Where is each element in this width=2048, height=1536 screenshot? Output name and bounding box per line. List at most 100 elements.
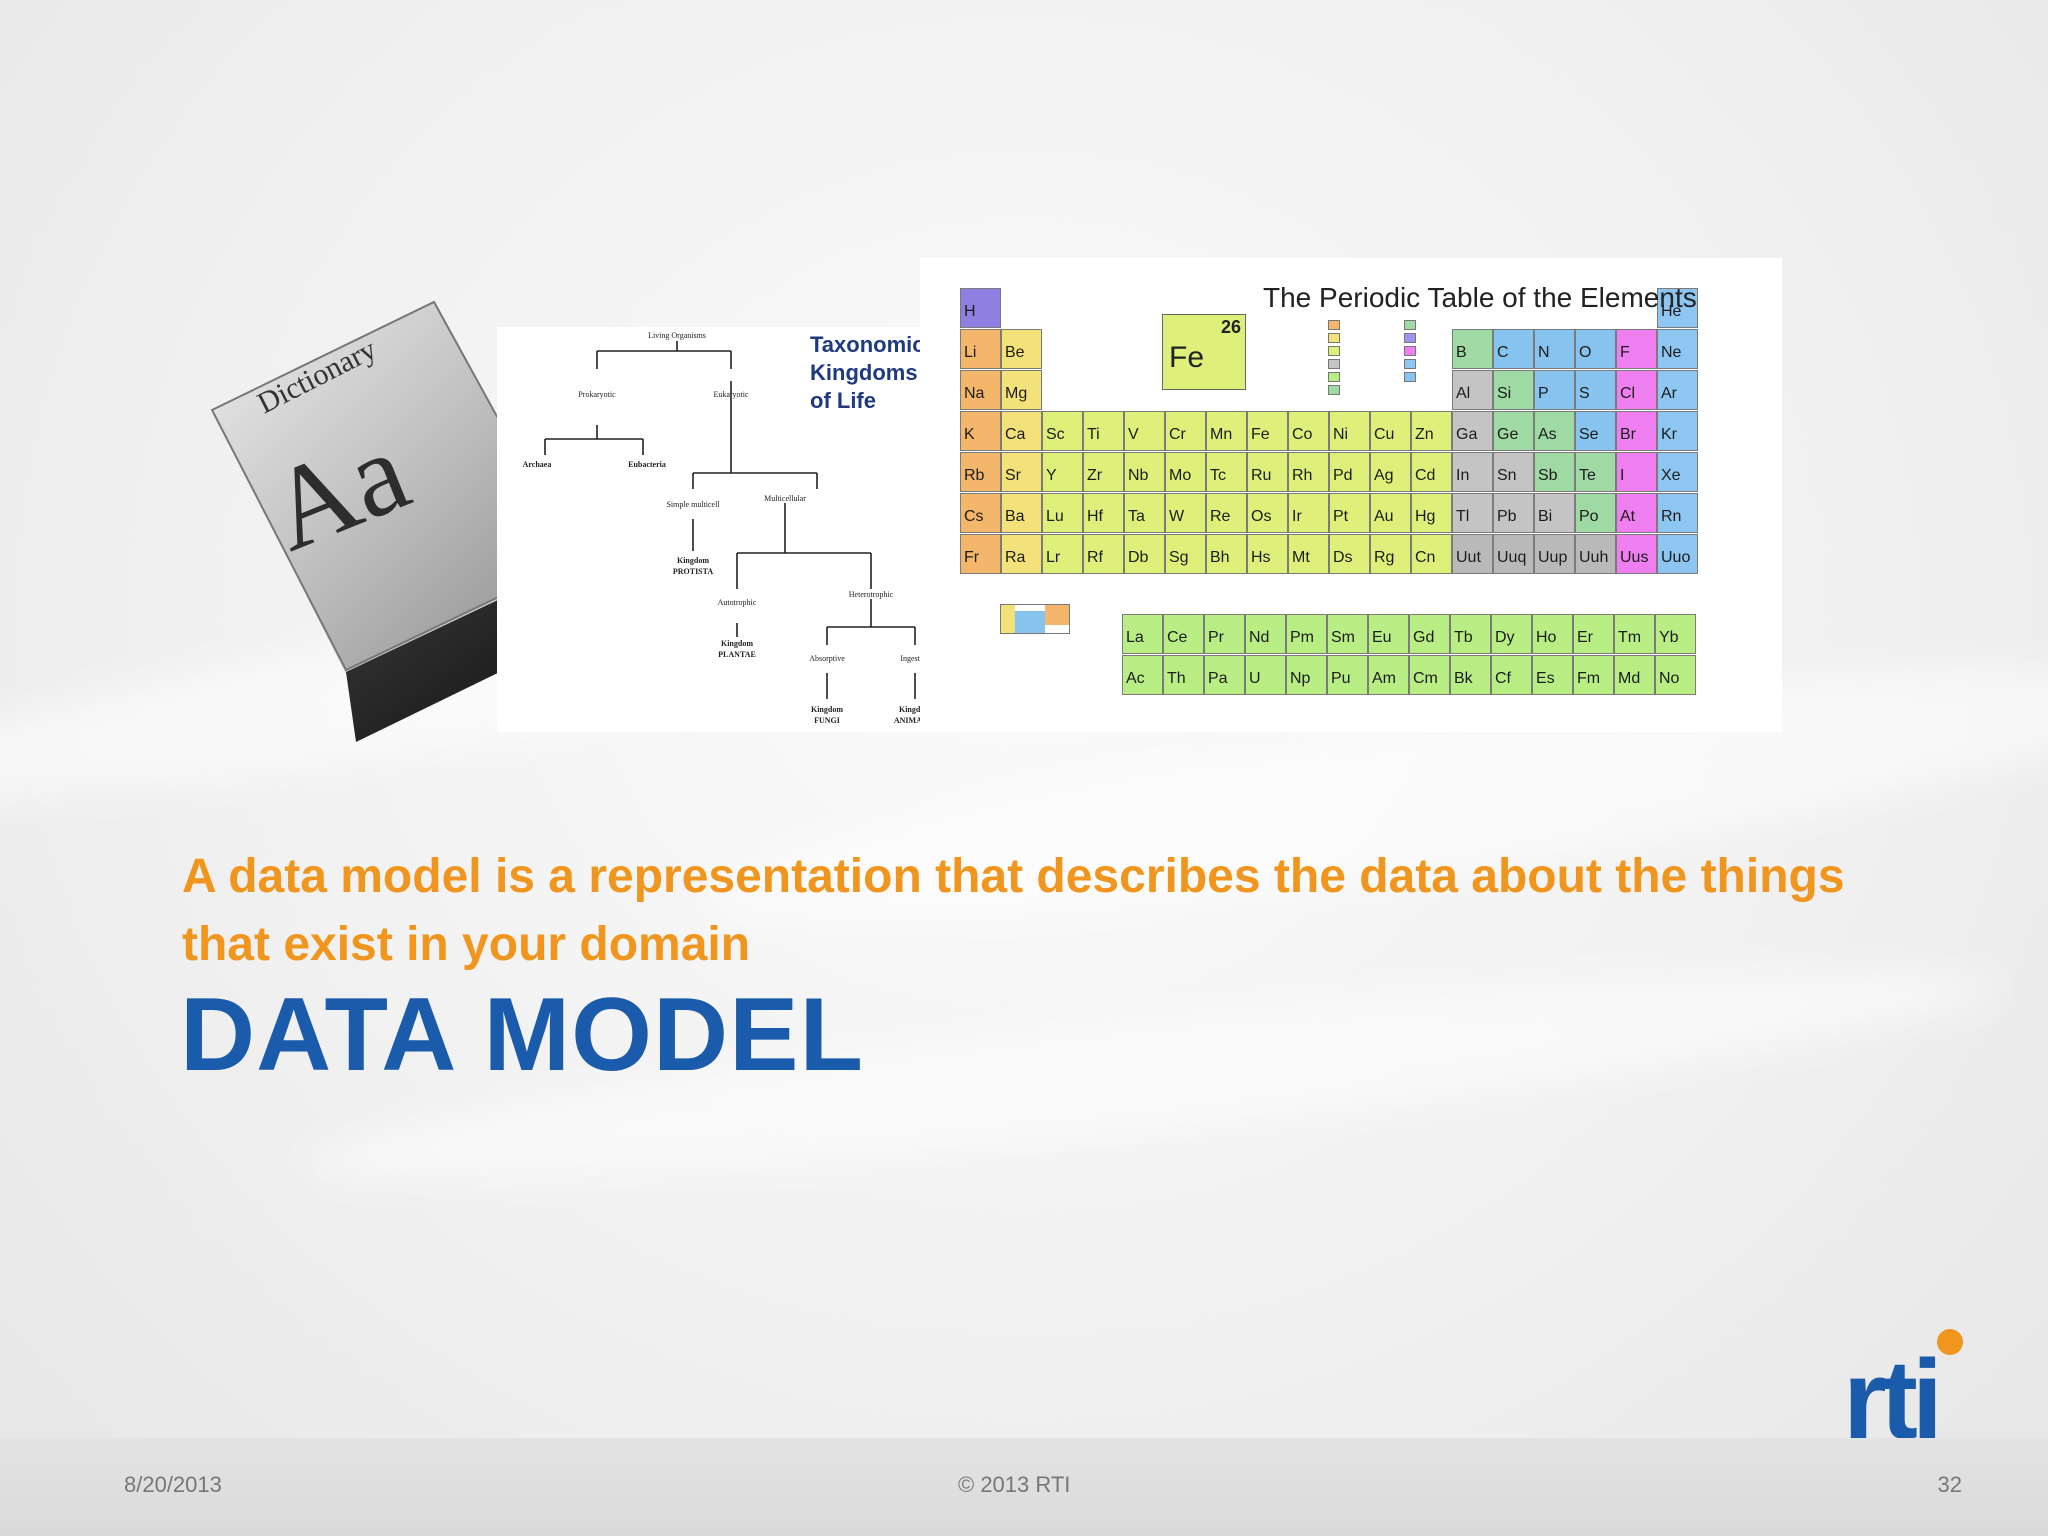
element-cell-os: Os xyxy=(1247,493,1288,533)
element-cell-pu: Pu xyxy=(1327,655,1368,695)
element-symbol: Po xyxy=(1579,508,1599,525)
element-cell-uuq: Uuq xyxy=(1493,534,1534,574)
element-symbol: Db xyxy=(1128,549,1149,566)
element-cell-np: Np xyxy=(1286,655,1327,695)
element-cell-v: V xyxy=(1124,411,1165,451)
element-symbol: Kr xyxy=(1661,426,1677,443)
element-symbol: Pr xyxy=(1208,629,1224,646)
node-multicellular: Multicellular xyxy=(764,494,806,503)
element-cell-n: N xyxy=(1534,329,1575,369)
taxonomy-title: Taxonomic Kingdoms of Life xyxy=(810,331,925,415)
element-cell-eu: Eu xyxy=(1368,614,1409,654)
element-cell-ar: Ar xyxy=(1657,370,1698,410)
element-cell-po: Po xyxy=(1575,493,1616,533)
element-cell-y: Y xyxy=(1042,452,1083,492)
element-cell-as: As xyxy=(1534,411,1575,451)
element-cell-am: Am xyxy=(1368,655,1409,695)
element-cell-co: Co xyxy=(1288,411,1329,451)
periodic-table-title: The Periodic Table of the Elements xyxy=(1263,282,1697,313)
element-cell-sb: Sb xyxy=(1534,452,1575,492)
element-symbol: Tl xyxy=(1456,508,1470,525)
element-symbol: Uus xyxy=(1620,549,1649,566)
element-cell-se: Se xyxy=(1575,411,1616,451)
element-symbol: Rh xyxy=(1292,467,1313,484)
element-symbol: Be xyxy=(1005,344,1025,361)
element-cell-ra: Ra xyxy=(1001,534,1042,574)
element-cell-yb: Yb xyxy=(1655,614,1696,654)
element-symbol: Pb xyxy=(1497,508,1517,525)
element-cell-w: W xyxy=(1165,493,1206,533)
element-cell-he: He xyxy=(1657,288,1698,328)
slide-footer: 8/20/2013 © 2013 RTI 32 xyxy=(0,1438,2048,1536)
element-cell-ho: Ho xyxy=(1532,614,1573,654)
element-cell-at: At xyxy=(1616,493,1657,533)
element-cell-pb: Pb xyxy=(1493,493,1534,533)
element-symbol: C xyxy=(1497,344,1509,361)
element-cell-si: Si xyxy=(1493,370,1534,410)
element-symbol: Pd xyxy=(1333,467,1353,484)
footer-page-number: 32 xyxy=(1937,1472,1962,1497)
element-cell-fe: Fe xyxy=(1247,411,1288,451)
element-symbol: Se xyxy=(1579,426,1599,443)
element-symbol: Gd xyxy=(1413,629,1435,646)
element-symbol: Ds xyxy=(1333,549,1353,566)
element-symbol: Rb xyxy=(964,467,985,484)
element-symbol: Cf xyxy=(1495,670,1511,687)
rti-logo-dot xyxy=(1937,1329,1963,1355)
element-cell-ni: Ni xyxy=(1329,411,1370,451)
element-symbol: Cr xyxy=(1169,426,1186,443)
element-cell-sg: Sg xyxy=(1165,534,1206,574)
element-cell-c: C xyxy=(1493,329,1534,369)
footer-date: 8/20/2013 xyxy=(124,1472,222,1497)
taxonomy-title-line: Taxonomic xyxy=(810,332,925,357)
element-cell-au: Au xyxy=(1370,493,1411,533)
element-symbol: Al xyxy=(1456,385,1471,402)
element-cell-ir: Ir xyxy=(1288,493,1329,533)
element-cell-nb: Nb xyxy=(1124,452,1165,492)
element-symbol: Ar xyxy=(1661,385,1677,402)
element-symbol: Eu xyxy=(1372,629,1392,646)
element-symbol: Am xyxy=(1372,670,1396,687)
element-symbol: K xyxy=(964,426,975,443)
element-symbol: Pm xyxy=(1290,629,1314,646)
node-heterotrophic: Heterotrophic xyxy=(849,590,894,599)
element-cell-s: S xyxy=(1575,370,1616,410)
element-symbol: Lr xyxy=(1046,549,1061,566)
element-cell-h: H xyxy=(960,288,1001,328)
element-cell-ta: Ta xyxy=(1124,493,1165,533)
element-symbol: In xyxy=(1456,467,1470,484)
element-symbol: Bi xyxy=(1538,508,1553,525)
element-symbol: Yb xyxy=(1659,629,1679,646)
element-symbol: Sc xyxy=(1046,426,1065,443)
element-cell-ca: Ca xyxy=(1001,411,1042,451)
node-fungi: FUNGI xyxy=(814,716,840,725)
element-cell-cu: Cu xyxy=(1370,411,1411,451)
element-cell-ru: Ru xyxy=(1247,452,1288,492)
element-symbol: Y xyxy=(1046,467,1057,484)
element-symbol: No xyxy=(1659,670,1680,687)
element-symbol: Fe xyxy=(1251,426,1270,443)
element-cell-in: In xyxy=(1452,452,1493,492)
element-symbol: Ca xyxy=(1005,426,1026,443)
node-plantae: PLANTAE xyxy=(718,650,756,659)
element-cell-pt: Pt xyxy=(1329,493,1370,533)
element-symbol: Li xyxy=(964,344,977,361)
element-symbol: B xyxy=(1456,344,1467,361)
element-cell-pd: Pd xyxy=(1329,452,1370,492)
element-symbol: W xyxy=(1169,508,1185,525)
element-symbol: Bh xyxy=(1210,549,1230,566)
element-symbol: Uuh xyxy=(1579,549,1609,566)
element-symbol: Rf xyxy=(1087,549,1103,566)
element-symbol: Uuq xyxy=(1497,549,1527,566)
element-cell-ba: Ba xyxy=(1001,493,1042,533)
element-symbol: Ag xyxy=(1374,467,1394,484)
element-cell-be: Be xyxy=(1001,329,1042,369)
element-symbol: He xyxy=(1661,303,1682,320)
element-symbol: Ge xyxy=(1497,426,1519,443)
element-symbol: U xyxy=(1249,670,1261,687)
element-symbol: Sr xyxy=(1005,467,1021,484)
element-symbol: Ce xyxy=(1167,629,1188,646)
element-symbol: Uut xyxy=(1456,549,1481,566)
element-symbol: S xyxy=(1579,385,1590,402)
